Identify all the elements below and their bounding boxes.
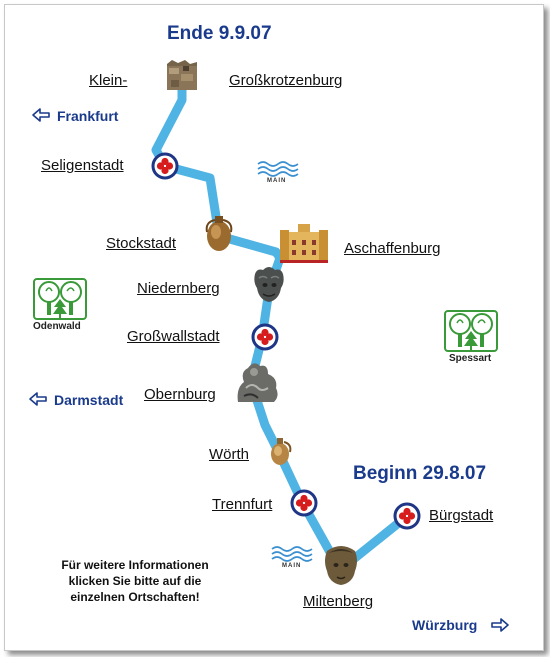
town-link-miltenberg[interactable]: Miltenberg bbox=[303, 593, 374, 610]
stop-marker-icon[interactable] bbox=[251, 323, 279, 351]
statue-head-icon[interactable] bbox=[254, 267, 284, 302]
end-date-heading: Ende 9.9.07 bbox=[167, 23, 272, 44]
region-label-odenwald: Odenwald bbox=[33, 321, 81, 332]
direction-darmstadt-link[interactable]: Darmstadt bbox=[54, 392, 124, 408]
town-link-seligenstadt[interactable]: Seligenstadt bbox=[41, 157, 124, 174]
town-link-buergstadt[interactable]: Bürgstadt bbox=[429, 507, 494, 524]
jug-icon[interactable] bbox=[271, 438, 292, 465]
town-link-trennfurt[interactable]: Trennfurt bbox=[212, 496, 273, 513]
info-line-3: einzelnen Ortschaften! bbox=[70, 590, 200, 604]
info-line-2: klicken Sie bitte auf die bbox=[68, 574, 202, 588]
town-link-grosswallstadt[interactable]: Großwallstadt bbox=[127, 328, 220, 345]
info-line-1: Für weitere Informationen bbox=[61, 558, 209, 572]
start-date-heading: Beginn 29.8.07 bbox=[353, 463, 487, 484]
town-link-aschaffenburg[interactable]: Aschaffenburg bbox=[344, 240, 441, 257]
town-link-stockstadt[interactable]: Stockstadt bbox=[106, 235, 177, 252]
arrow-right-icon[interactable] bbox=[491, 618, 509, 632]
stop-marker-icon[interactable] bbox=[290, 489, 318, 517]
water-waves-icon bbox=[257, 161, 299, 177]
town-link-niedernberg[interactable]: Niedernberg bbox=[137, 280, 220, 297]
stop-marker-icon[interactable] bbox=[393, 502, 421, 530]
forest-icon bbox=[33, 278, 87, 320]
river-label: MAIN bbox=[267, 178, 287, 184]
ruin-icon[interactable] bbox=[167, 60, 197, 90]
town-link-klein[interactable]: Klein- bbox=[89, 72, 128, 89]
town-link-grosskrotzenburg[interactable]: Großkrotzenburg bbox=[229, 72, 343, 89]
route-line bbox=[151, 73, 411, 575]
direction-frankfurt-link[interactable]: Frankfurt bbox=[57, 108, 119, 124]
arrow-left-icon[interactable] bbox=[29, 392, 47, 406]
town-link-obernburg[interactable]: Obernburg bbox=[144, 386, 216, 403]
amphora-icon[interactable] bbox=[205, 216, 233, 251]
castle-icon[interactable] bbox=[280, 224, 328, 263]
river-label: MAIN bbox=[282, 563, 302, 569]
region-label-spessart: Spessart bbox=[449, 353, 492, 364]
town-link-woerth[interactable]: Wörth bbox=[209, 446, 250, 463]
stop-marker-icon[interactable] bbox=[151, 152, 179, 180]
water-waves-icon bbox=[271, 546, 313, 562]
forest-icon bbox=[444, 310, 498, 352]
sculpture-icon[interactable] bbox=[237, 363, 278, 402]
direction-wuerzburg-link[interactable]: Würzburg bbox=[412, 617, 478, 633]
info-text: Für weitere Informationen klicken Sie bi… bbox=[30, 557, 240, 605]
face-sculpture-icon[interactable] bbox=[325, 546, 357, 585]
arrow-left-icon[interactable] bbox=[32, 108, 50, 122]
